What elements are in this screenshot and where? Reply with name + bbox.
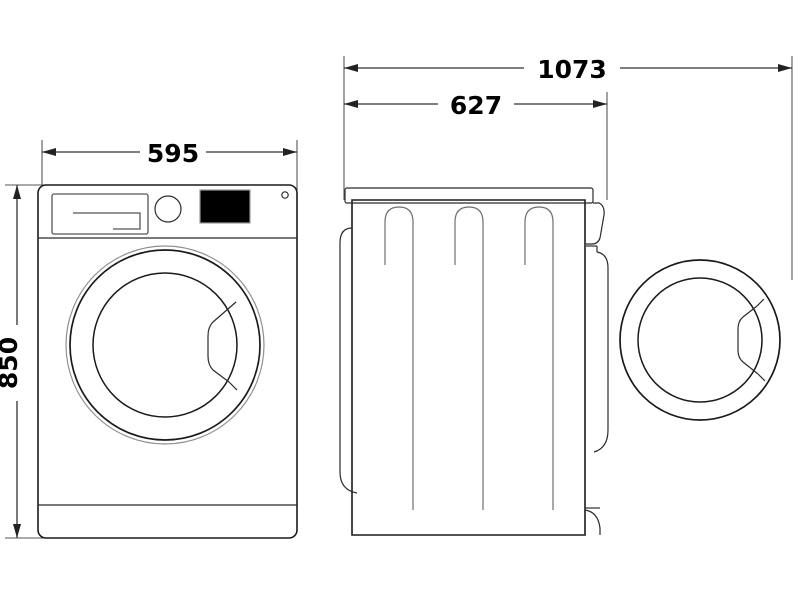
open-door-profile[interactable] [619, 259, 781, 421]
door-outer-halo [65, 245, 265, 445]
dimension-627: 627 [344, 88, 608, 200]
side-panel-grooves [384, 206, 554, 510]
side-back-flange [339, 227, 358, 494]
side-view [339, 187, 781, 536]
dim-label-backing-1073 [524, 52, 620, 84]
arrowhead-left-627 [344, 100, 358, 108]
door-glass-ring [92, 272, 238, 418]
arrowhead-left-595 [42, 148, 56, 156]
open-door-outer-ring [619, 259, 781, 421]
arrowhead-right-627 [593, 100, 607, 108]
side-front-panel-edge [593, 251, 609, 453]
dimension-595: 595 [41, 136, 298, 190]
dimension-label-627: 627 [450, 91, 502, 120]
door-handle-recess[interactable] [207, 308, 230, 383]
door-outer-ring [69, 249, 261, 441]
door-handle-upper-edge [227, 301, 237, 310]
open-door-handle-upper-edge [756, 298, 765, 307]
arrowhead-bottom-850 [13, 524, 21, 538]
open-door-handle-recess[interactable] [737, 305, 759, 375]
side-panel-groove-3 [524, 206, 554, 510]
side-bottom-foot [584, 509, 601, 535]
side-panel-groove-2 [454, 206, 484, 510]
dim-label-backing-627 [438, 88, 514, 120]
detergent-drawer[interactable] [51, 193, 149, 235]
dimension-850: 850 [0, 184, 45, 539]
arrowhead-left-1073 [344, 64, 358, 72]
dimension-label-850: 850 [0, 337, 23, 389]
program-selector-knob[interactable] [154, 195, 182, 223]
front-view [37, 184, 298, 539]
dim-label-backing-595 [140, 136, 206, 168]
porthole-door[interactable] [65, 245, 265, 445]
dimension-label-1073: 1073 [537, 55, 607, 84]
side-panel-groove-1 [384, 206, 414, 510]
open-door-glass-ring [637, 277, 763, 403]
dim-label-backing-850 [1, 325, 33, 401]
door-hinge [586, 202, 605, 245]
arrowhead-right-1073 [778, 64, 792, 72]
side-cabinet-outline [351, 199, 586, 536]
open-door-handle-lower-edge [757, 373, 766, 382]
top-lid [344, 187, 594, 204]
dimension-1073: 1073 [343, 52, 793, 280]
indicator-led [281, 191, 289, 199]
dimension-label-595: 595 [147, 139, 199, 168]
door-handle-lower-edge [228, 381, 238, 391]
detergent-drawer-handle [73, 212, 141, 230]
display-screen[interactable] [199, 189, 251, 224]
arrowhead-top-850 [13, 185, 21, 199]
arrowhead-right-595 [283, 148, 297, 156]
